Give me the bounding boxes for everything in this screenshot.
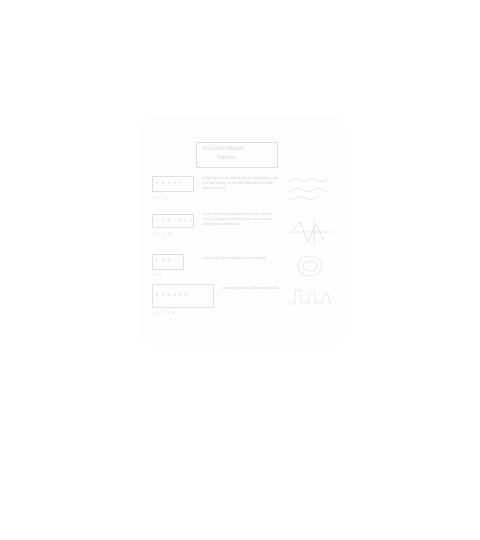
sheet-title-box: Best Dixie Melodic Patterns	[196, 142, 278, 168]
motif-notation: 1 3 5 · 3 2 1	[156, 218, 194, 223]
motif-box: 5 3 2	[152, 254, 184, 270]
motif-notation: 1 2 3 5 3	[156, 180, 183, 185]
pattern-sheet: Best Dixie Melodic Patterns 1 2 3 5 3 3 …	[144, 120, 342, 342]
motif-box: 1 3 5 · 3 2 1	[152, 214, 194, 228]
motif-notation: 5 6 5 3 2 1	[156, 292, 189, 297]
pattern-sketch	[286, 174, 336, 204]
motif-notation: 5 3 2	[156, 258, 172, 263]
pattern-description: A flowing run that outlines a triad, beg…	[202, 176, 278, 190]
pattern-row: 1 2 3 5 3 3 2 1 · · 5 A flowing run that…	[152, 174, 336, 206]
pattern-sketch	[286, 286, 336, 308]
motif-subnotation: 1 2 3 · 1 · 3 5	[152, 232, 173, 236]
motif-subnotation: 1 · 2 · 3 · 5 · 6	[152, 311, 175, 315]
pattern-description: A fuller descending phrase that arches o…	[202, 212, 273, 226]
sheet-subtitle: Patterns	[217, 155, 236, 161]
pattern-row: 5 3 2 1 3 · 5 A short turn figure ending…	[152, 252, 336, 280]
pattern-sketch	[286, 252, 336, 280]
motif-box: 5 6 5 3 2 1	[152, 284, 214, 308]
pattern-sketch	[286, 214, 336, 248]
pattern-description: A closing line with a lift and a final f…	[222, 286, 279, 290]
motif-subnotation: 3 2 1 · · 5	[152, 196, 167, 200]
motif-box: 1 2 3 5 3	[152, 176, 194, 192]
sheet-title: Best Dixie Melodic	[203, 146, 245, 152]
pattern-row: 5 6 5 3 2 1 1 · 2 · 3 · 5 · 6 A closing …	[152, 284, 336, 328]
pattern-row: 1 3 5 · 3 2 1 1 2 3 · 1 · 3 5 A fuller d…	[152, 212, 336, 248]
motif-subnotation: 1 3 · 5	[152, 273, 162, 277]
pattern-description: A short turn figure ending a phrase clea…	[202, 256, 267, 260]
